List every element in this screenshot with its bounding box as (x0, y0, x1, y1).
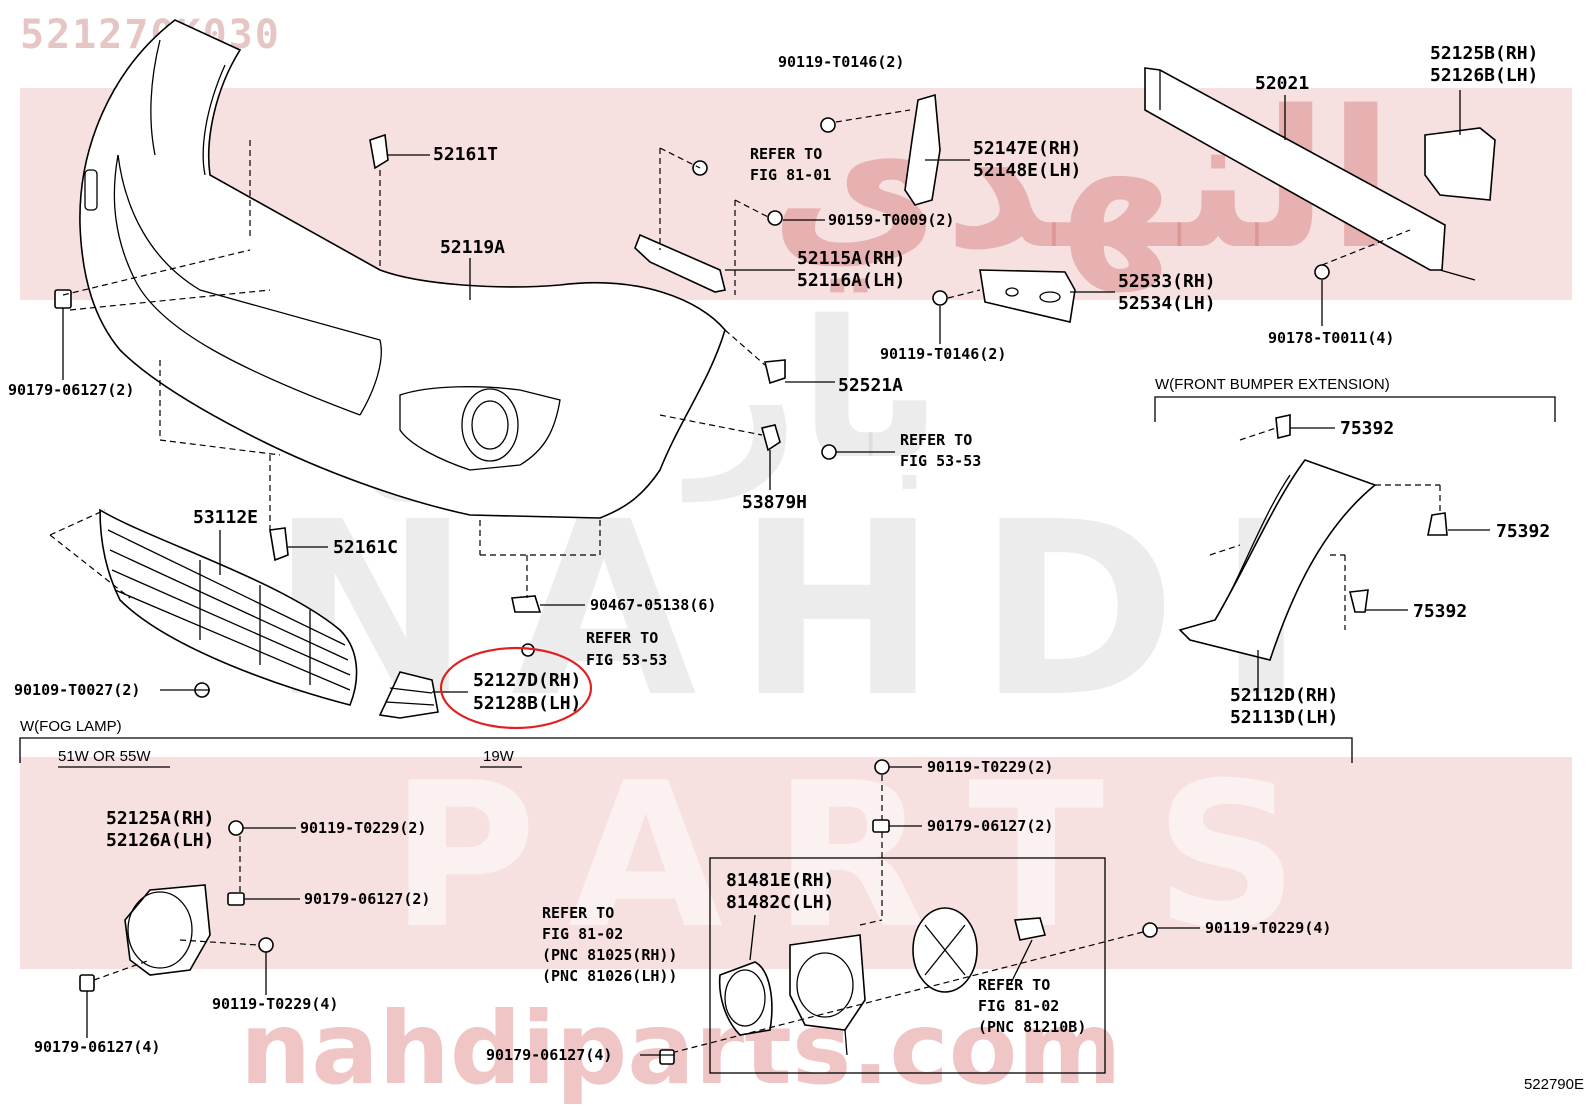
label-90119-t0146-mid: 90119-T0146(2) (880, 345, 1007, 363)
label-52521a: 52521A (838, 375, 904, 396)
label-75392-b: 75392 (1496, 521, 1551, 542)
label-52128b: 52128B(LH) (473, 693, 582, 714)
label-52148e: 52148E(LH) (973, 160, 1082, 181)
label-90119-t0229-a: 90119-T0229(2) (300, 819, 427, 837)
label-81482c: 81482C(LH) (726, 892, 835, 913)
retainer-52115a (634, 233, 726, 293)
label-52161c: 52161C (333, 537, 399, 558)
label-52116a: 52116A(LH) (797, 270, 906, 291)
section-brackets (19, 396, 1556, 1074)
label-53112e: 53112E (193, 507, 259, 528)
label-refer-81-02-e: REFER TO (978, 976, 1051, 994)
label-75392-c: 75392 (1413, 601, 1468, 622)
fog-bracket-52125a (124, 884, 211, 976)
label-refer-81-02-f: FIG 81-02 (978, 997, 1060, 1015)
label-52161t: 52161T (433, 144, 499, 165)
label-90179-06127-bottom: 90179-06127(4) (486, 1046, 613, 1064)
fog-lamp-set (718, 907, 1047, 1056)
label-90119-t0229-4: 90119-T0229(4) (212, 995, 339, 1013)
label-52127d: 52127D(RH) (473, 670, 582, 691)
label-w-fog-lamp: W(FOG LAMP) (20, 718, 122, 735)
label-refer-53-d: FIG 53-53 (586, 651, 668, 669)
label-w-front-bumper-extension: W(FRONT BUMPER EXTENSION) (1155, 376, 1390, 393)
label-52113d: 52113D(LH) (1230, 707, 1339, 728)
label-refer-81-01-b: FIG 81-01 (750, 166, 832, 184)
fog-cover-52127d (378, 671, 439, 719)
label-90119-t0229-top: 90119-T0229(2) (927, 758, 1054, 776)
label-refer-53-a: REFER TO (900, 431, 973, 449)
bracket-52147e (904, 93, 941, 206)
diagram-id: 522790E (1523, 1076, 1584, 1093)
label-52021: 52021 (1255, 73, 1310, 94)
label-90179-06127-top: 90179-06127(2) (927, 817, 1054, 835)
label-75392-a: 75392 (1340, 418, 1395, 439)
label-52115a: 52115A(RH) (797, 248, 906, 269)
label-52112d: 52112D(RH) (1230, 685, 1339, 706)
highlight-ellipse (439, 646, 593, 730)
reinforcement-52021 (1144, 67, 1476, 281)
fasteners (54, 117, 1448, 1065)
label-90178: 90178-T0011(4) (1268, 329, 1395, 347)
label-52534: 52534(LH) (1118, 293, 1216, 314)
label-90179-06127-left: 90179-06127(2) (8, 381, 135, 399)
label-refer-53-b: FIG 53-53 (900, 452, 982, 470)
label-52533: 52533(RH) (1118, 271, 1216, 292)
label-52119a: 52119A (440, 237, 506, 258)
label-refer-81-02-g: (PNC 81210B) (978, 1018, 1087, 1036)
bracket-52533 (979, 269, 1076, 323)
label-90179-06127-4: 90179-06127(4) (34, 1038, 161, 1056)
bracket-52125b (1424, 127, 1496, 201)
label-51w-or-55w: 51W OR 55W (58, 748, 151, 765)
label-refer-81-01-a: REFER TO (750, 145, 823, 163)
watermark-band-bottom (20, 757, 1572, 969)
label-90119-t0229-r: 90119-T0229(4) (1205, 919, 1332, 937)
watermark-nahdi: NAHDI (270, 470, 1346, 750)
extension-52112d (1178, 459, 1377, 661)
label-19w: 19W (483, 748, 514, 765)
label-refer-81-02-a: REFER TO (542, 904, 615, 922)
label-52125b: 52125B(RH) (1430, 43, 1539, 64)
label-refer-81-02-d: (PNC 81026(LH)) (542, 967, 678, 985)
label-52147e: 52147E(RH) (973, 138, 1082, 159)
label-52126b: 52126B(LH) (1430, 65, 1539, 86)
label-90179-06127-b: 90179-06127(2) (304, 890, 431, 908)
label-52125a: 52125A(RH) (106, 808, 215, 829)
label-refer-53-c: REFER TO (586, 629, 659, 647)
label-90159: 90159-T0009(2) (828, 211, 955, 229)
label-81481e: 81481E(RH) (726, 870, 835, 891)
label-52126a: 52126A(LH) (106, 830, 215, 851)
leader-lines (49, 90, 1490, 1056)
bumper-cover-52119a (79, 19, 726, 519)
label-90119-t0146-top: 90119-T0146(2) (778, 53, 905, 71)
label-refer-81-02-c: (PNC 81025(RH)) (542, 946, 678, 964)
label-refer-81-02-b: FIG 81-02 (542, 925, 624, 943)
grille-53112e (99, 508, 358, 706)
label-90109: 90109-T0027(2) (14, 681, 141, 699)
label-90467: 90467-05138(6) (590, 596, 717, 614)
watermark-site: nahdiparts.com (240, 990, 1122, 1107)
label-53879h: 53879H (742, 492, 808, 513)
